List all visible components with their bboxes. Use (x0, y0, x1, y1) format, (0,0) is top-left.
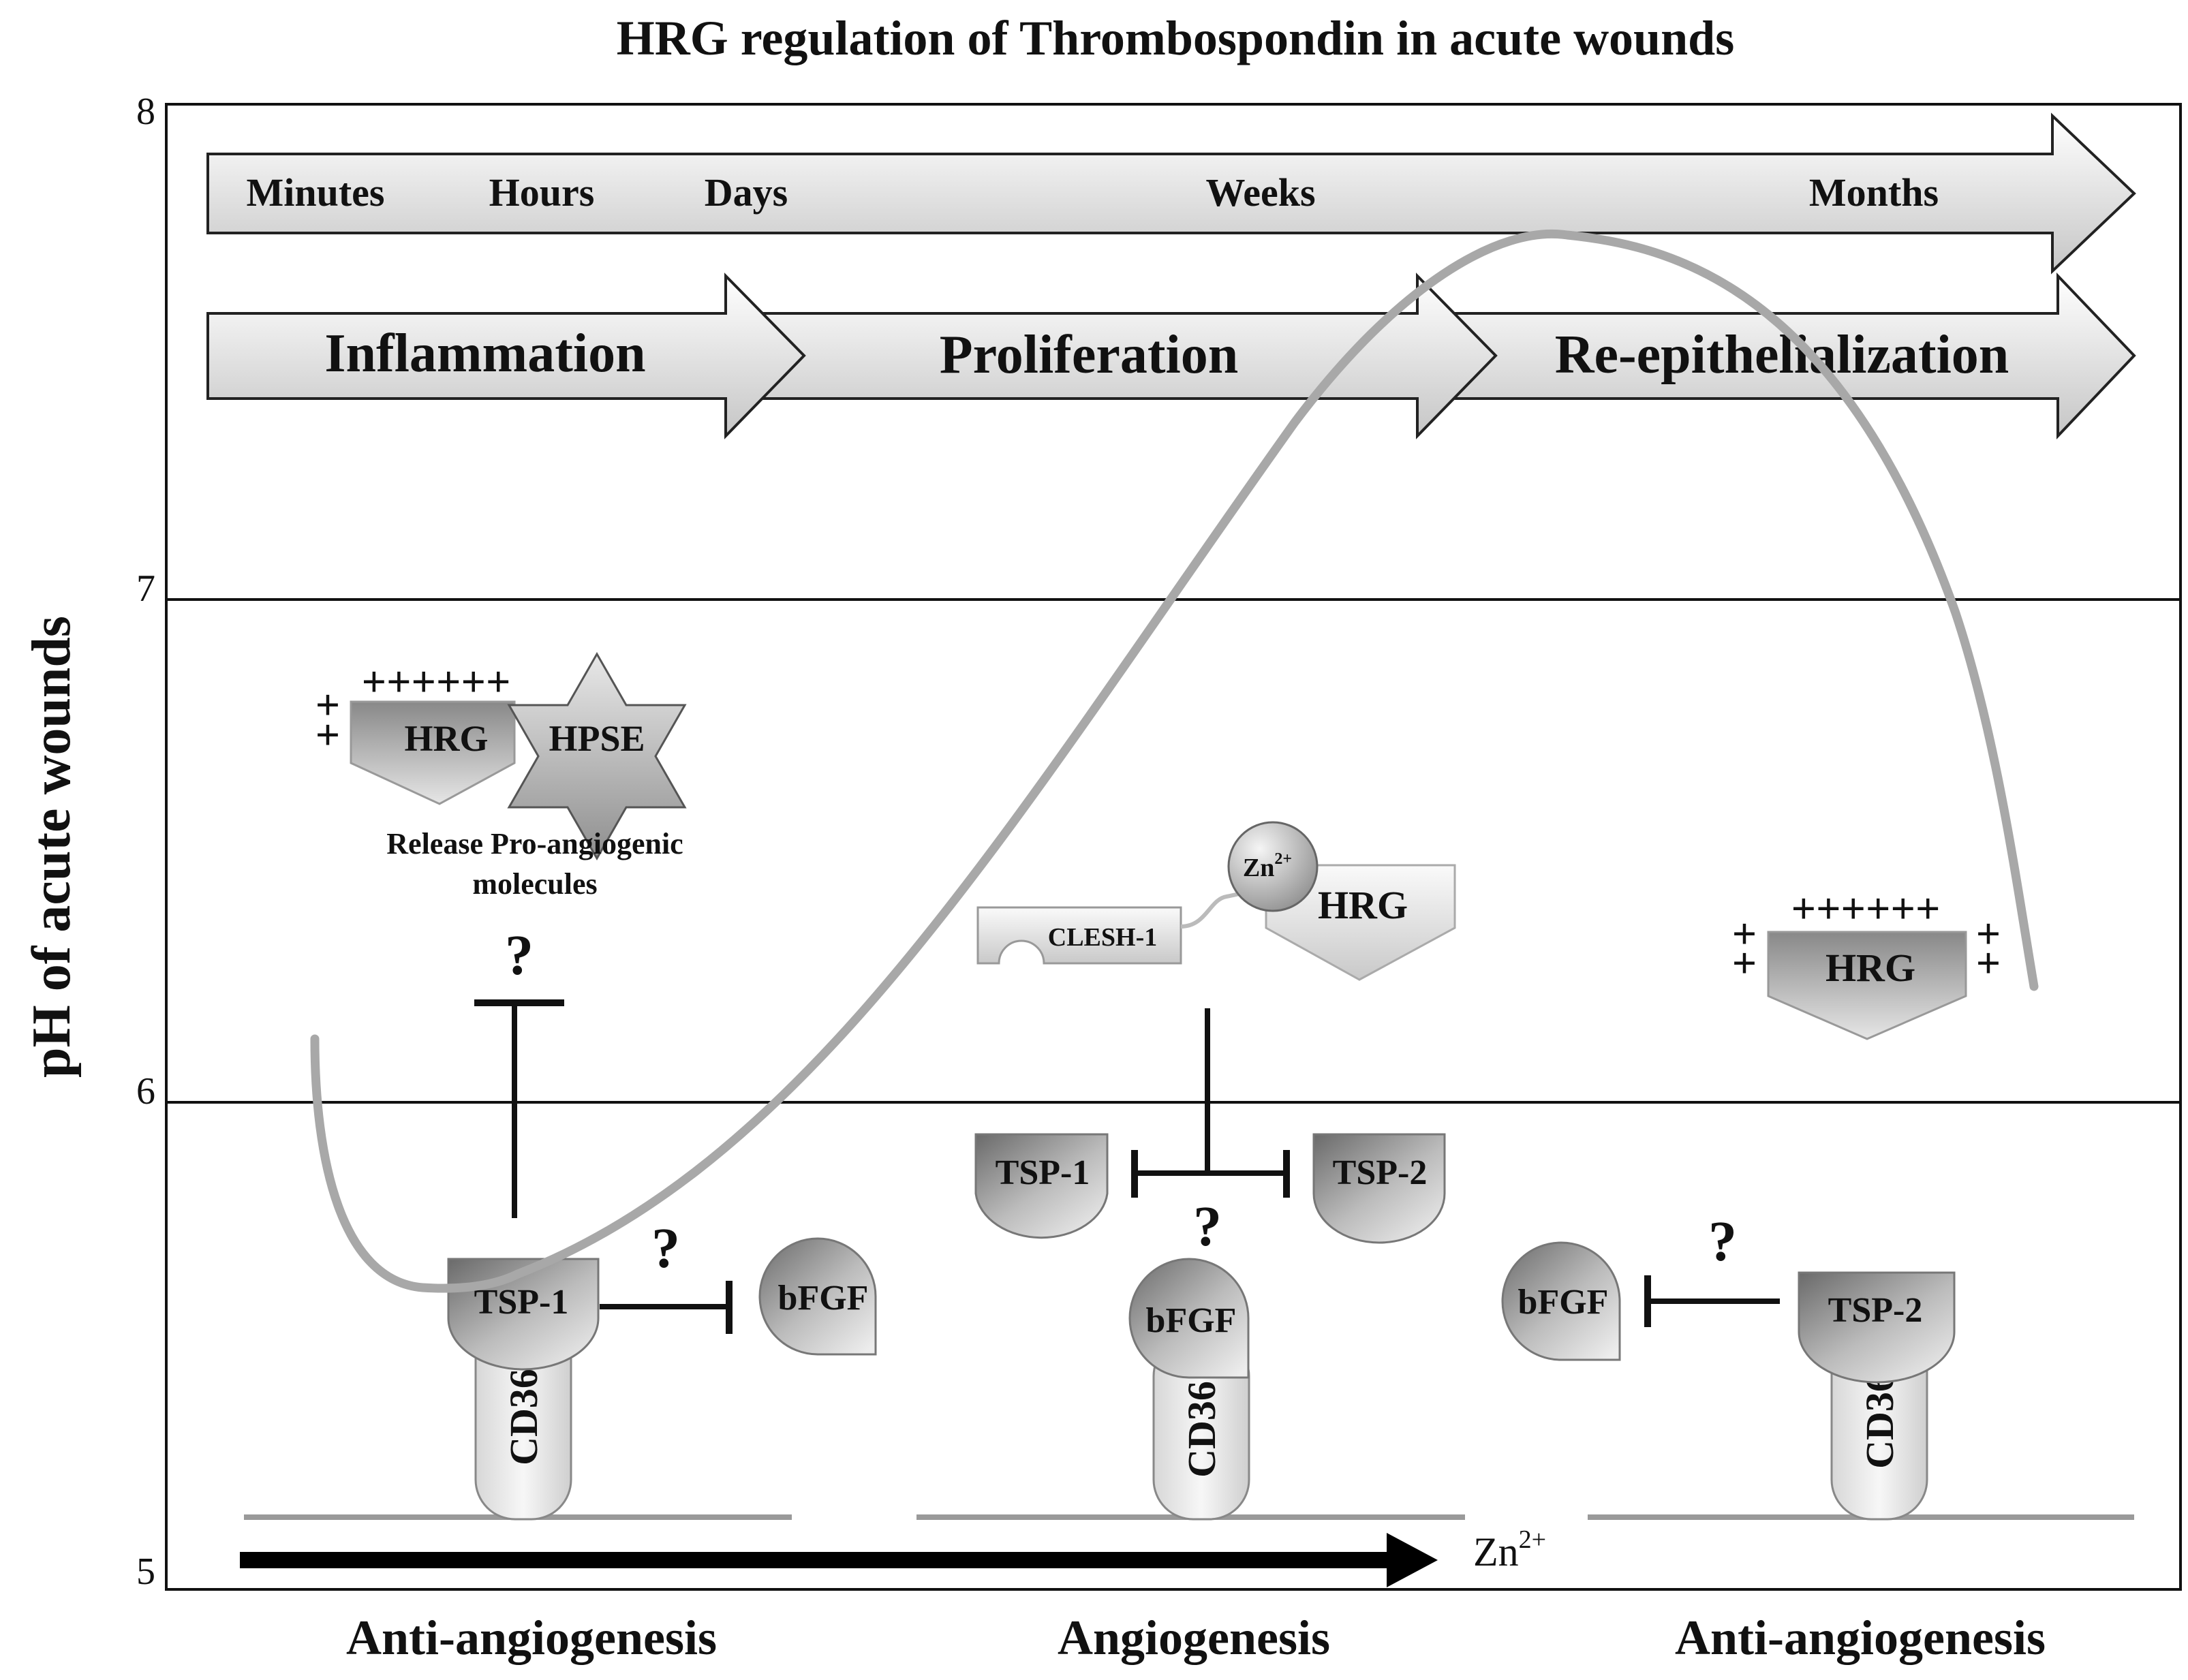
hrg-label-middle: HRG (1318, 883, 1408, 927)
bfgf-shape-right (1501, 1241, 1621, 1361)
tsp2-label-middle: TSP-2 (1333, 1153, 1428, 1192)
timeline-label-weeks: Weeks (1205, 170, 1315, 215)
diagram-title: HRG regulation of Thrombospondin in acut… (617, 11, 1734, 65)
hrg-label-right: HRG (1825, 946, 1915, 990)
timeline-arrow (206, 112, 2136, 275)
hrg-shape-right (1767, 931, 1967, 1040)
bfgf-shape-middle (1128, 1258, 1250, 1379)
tsp2-shape-middle (1312, 1133, 1446, 1244)
tsp2-shape-right (1798, 1271, 1956, 1384)
question-mark-left-2: ? (651, 1217, 680, 1280)
right-plus-right-2: + (1976, 939, 2001, 987)
hrg-label-left: HRG (404, 718, 488, 759)
question-mark-left-1: ? (505, 924, 534, 987)
hpse-star (507, 651, 687, 861)
cd36-label-left: CD36 (502, 1369, 546, 1465)
cd36-label-middle: CD36 (1180, 1381, 1224, 1478)
tick-label-8: 8 (136, 91, 155, 133)
right-plus-left-2: + (1732, 939, 1757, 987)
outcome-label-left: Anti-angiogenesis (346, 1611, 717, 1665)
phase-label-proliferation: Proliferation (940, 325, 1238, 385)
bfgf-shape-left (758, 1237, 877, 1356)
release-text-line2: molecules (472, 867, 597, 901)
tick-label-6: 6 (136, 1070, 155, 1113)
phase-label-re-epithelialization: Re-epithelialization (1555, 325, 2009, 385)
right-plus-right-1: + (1976, 909, 2001, 958)
phase-arrow-re-epithelialization (1351, 273, 2136, 440)
timeline-label-days: Days (705, 170, 788, 215)
tsp1-label-middle: TSP-1 (996, 1153, 1090, 1192)
timeline-label-months: Months (1809, 170, 1939, 215)
question-mark-right: ? (1708, 1210, 1737, 1273)
clesh1-shape (976, 906, 1182, 965)
timeline-label-minutes: Minutes (247, 170, 385, 215)
right-plus-left-1: + (1732, 909, 1757, 958)
bfgf-label-left: bFGF (778, 1279, 869, 1318)
zinc-ion-label: Zn2+ (1243, 850, 1292, 882)
release-text-line1: Release Pro-angiogenic (386, 827, 683, 860)
tick-label-7: 7 (136, 567, 155, 610)
tsp1-shape-middle (974, 1133, 1109, 1239)
tsp2-label-right: TSP-2 (1828, 1291, 1923, 1330)
cd36-label-right: CD36 (1858, 1372, 1902, 1469)
left-plus-top: ++++++ (362, 657, 511, 706)
left-plus-side-1: + (315, 681, 340, 729)
hrg-shape-left (350, 700, 516, 805)
tick-label-5: 5 (136, 1551, 155, 1593)
ph-trend-curve (310, 229, 2039, 1293)
question-mark-middle: ? (1193, 1195, 1222, 1258)
zinc-arrow-head (1387, 1533, 1438, 1587)
bfgf-label-right: bFGF (1518, 1283, 1609, 1322)
plot-frame (165, 103, 2182, 1591)
clesh1-label: CLESH-1 (1048, 923, 1157, 952)
left-plus-side-2: + (315, 711, 340, 759)
timeline-label-hours: Hours (489, 170, 595, 215)
tsp1-label-left: TSP-1 (474, 1283, 569, 1322)
phase-arrow-proliferation (694, 273, 1498, 439)
right-plus-top: ++++++ (1791, 884, 1941, 933)
phase-label-inflammation: Inflammation (324, 324, 645, 384)
y-axis-label: pH of acute wounds (22, 616, 82, 1078)
zinc-axis-label: Zn2+ (1473, 1525, 1546, 1574)
zinc-ion-ball (1227, 821, 1319, 912)
outcome-label-middle: Angiogenesis (1058, 1611, 1330, 1665)
outcome-label-right: Anti-angiogenesis (1675, 1611, 2046, 1665)
hpse-label: HPSE (549, 718, 645, 759)
hrg-shape-middle (1265, 864, 1456, 981)
bfgf-label-middle: bFGF (1146, 1301, 1237, 1340)
phase-arrow-inflammation (206, 273, 806, 439)
